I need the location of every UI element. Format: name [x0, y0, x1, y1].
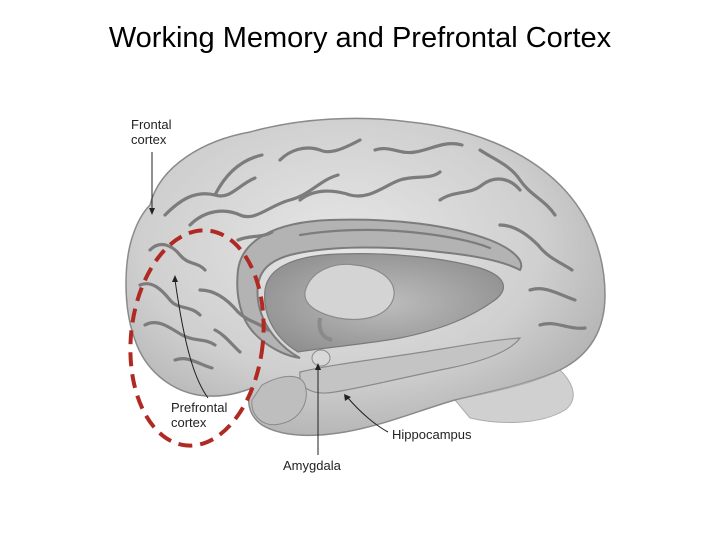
hippocampus-shape [299, 337, 522, 394]
amygdala-shape [311, 349, 331, 367]
hippocampus-label: Hippocampus [392, 427, 472, 442]
slide-title: Working Memory and Prefrontal Cortex [108, 22, 612, 54]
prefrontal-pointer-line [174, 279, 209, 399]
prefrontal-label-line2: cortex [171, 415, 207, 430]
amygdala-label: Amygdala [283, 458, 341, 473]
prefrontal-label-line1: Prefrontal [171, 400, 228, 415]
prefrontal-cortex-label: Prefrontal cortex [171, 400, 227, 430]
corpus-callosum [236, 218, 523, 359]
frontal-label-line1: Frontal [131, 117, 172, 132]
prefrontal-highlight-ellipse [128, 228, 266, 448]
frontal-label-line2: cortex [131, 132, 167, 147]
thalamus [304, 263, 395, 321]
prefrontal-arrowhead [172, 275, 178, 282]
frontal-arrowhead [149, 208, 155, 215]
frontal-cortex-label: Frontal cortex [131, 117, 171, 147]
hippocampus-arrowhead [344, 394, 351, 401]
amygdala-arrowhead [315, 363, 321, 370]
hippocampus-pointer-line [347, 397, 389, 433]
